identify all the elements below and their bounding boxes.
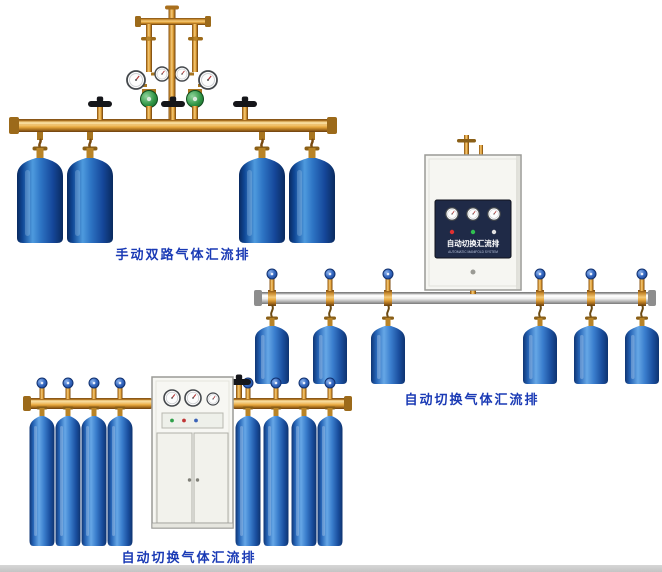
blue-handwheel-icon xyxy=(36,377,48,389)
gas-cylinder xyxy=(317,406,343,546)
blue-handwheel-icon xyxy=(114,377,126,389)
cylinder-valve-stations xyxy=(266,268,648,306)
shutoff-valve-handwheel xyxy=(227,374,251,398)
pressure-gauge-icon xyxy=(174,66,190,82)
cabinet-door-right xyxy=(193,432,229,524)
gas-cylinder xyxy=(235,406,261,546)
blue-handwheel-icon xyxy=(62,377,74,389)
product-caption-auto-wall[interactable]: 自动切换气体汇流排 xyxy=(404,392,540,407)
silver-header-pipe xyxy=(254,290,656,306)
blue-handwheel-icon xyxy=(534,268,546,280)
cabinet-lock xyxy=(470,269,476,275)
product-caption-auto-floor[interactable]: 自动切换气体汇流排 xyxy=(121,550,257,565)
pressure-gauge-icon xyxy=(445,207,459,221)
blue-handwheel-icon xyxy=(266,268,278,280)
control-cabinet-floor xyxy=(151,376,234,529)
gas-cylinder xyxy=(371,316,405,384)
control-cabinet-wall: 自动切换汇流排 AUTOMATIC MANIFOLD SYSTEM xyxy=(424,135,522,294)
pressure-gauge-icon xyxy=(198,70,218,90)
black-handwheel-icon xyxy=(161,96,185,107)
blue-handwheel-icon xyxy=(270,377,282,389)
cylinder-valve-stations xyxy=(36,377,336,399)
pressure-gauge-icon xyxy=(154,66,170,82)
indicator-led-green xyxy=(170,418,174,423)
gas-cylinder xyxy=(625,316,659,384)
blue-handwheel-icon xyxy=(324,377,336,389)
shutoff-valve-handwheel xyxy=(88,96,112,120)
gas-cylinder xyxy=(17,146,63,243)
door-handle xyxy=(187,478,192,482)
cabinet-panel-subtitle: AUTOMATIC MANIFOLD SYSTEM xyxy=(448,250,498,254)
gas-cylinder xyxy=(263,406,289,546)
cylinder-hoses xyxy=(37,132,315,148)
manual-dual-manifold-illustration xyxy=(9,5,337,243)
black-handwheel-icon xyxy=(88,96,112,107)
center-riser-pipe xyxy=(168,25,176,121)
manifold-header-pipe xyxy=(23,396,352,411)
gas-cylinder xyxy=(289,146,335,243)
indicator-led-blue xyxy=(194,418,198,423)
product-caption-manual-dual[interactable]: 手动双路气体汇流排 xyxy=(115,247,251,262)
cabinet-panel-title: 自动切换汇流排 xyxy=(447,238,500,248)
indicator-led-red xyxy=(182,418,186,423)
pressure-gauge-icon xyxy=(206,392,220,406)
gas-cylinder xyxy=(313,316,347,384)
gas-cylinder xyxy=(107,406,133,546)
top-pipe-assembly xyxy=(135,5,211,72)
gas-cylinder xyxy=(291,406,317,546)
blue-handwheel-icon xyxy=(298,377,310,389)
black-handwheel-icon xyxy=(233,96,257,107)
indicator-led-white xyxy=(491,229,497,235)
gas-cylinder xyxy=(29,406,55,546)
door-handle xyxy=(195,478,200,482)
gas-cylinder xyxy=(523,316,557,384)
blue-handwheel-icon xyxy=(636,268,648,280)
pressure-regulator-left xyxy=(126,66,170,121)
blue-handwheel-icon xyxy=(88,377,100,389)
pressure-gauge-icon xyxy=(466,207,480,221)
manifold-header-pipe xyxy=(9,117,337,134)
blue-handwheel-icon xyxy=(585,268,597,280)
auto-manifold-floor-illustration xyxy=(23,374,352,546)
cabinet-indicator-panel xyxy=(161,412,224,429)
cylinder-hoses xyxy=(270,304,644,318)
gas-cylinder xyxy=(255,316,289,384)
pressure-gauge-icon xyxy=(126,70,146,90)
shutoff-valve-handwheel xyxy=(161,96,185,120)
indicator-led-green xyxy=(470,229,476,235)
indicator-led-red xyxy=(449,229,455,235)
auto-manifold-wall-illustration: 自动切换汇流排 AUTOMATIC MANIFOLD SYSTEM xyxy=(254,135,659,384)
gas-cylinder xyxy=(55,406,81,546)
cabinet-door-left xyxy=(156,432,193,524)
shutoff-valve-handwheel xyxy=(233,96,257,120)
gas-cylinder xyxy=(81,406,107,546)
gas-cylinder xyxy=(239,146,285,243)
pressure-gauge-icon xyxy=(184,389,202,407)
page-bottom-strip xyxy=(0,565,662,572)
pressure-gauge-icon xyxy=(487,207,501,221)
pressure-regulator-right xyxy=(174,66,218,121)
blue-handwheel-icon xyxy=(324,268,336,280)
gas-cylinder xyxy=(67,146,113,243)
pressure-gauge-icon xyxy=(163,389,181,407)
gas-cylinder xyxy=(574,316,608,384)
blue-handwheel-icon xyxy=(382,268,394,280)
